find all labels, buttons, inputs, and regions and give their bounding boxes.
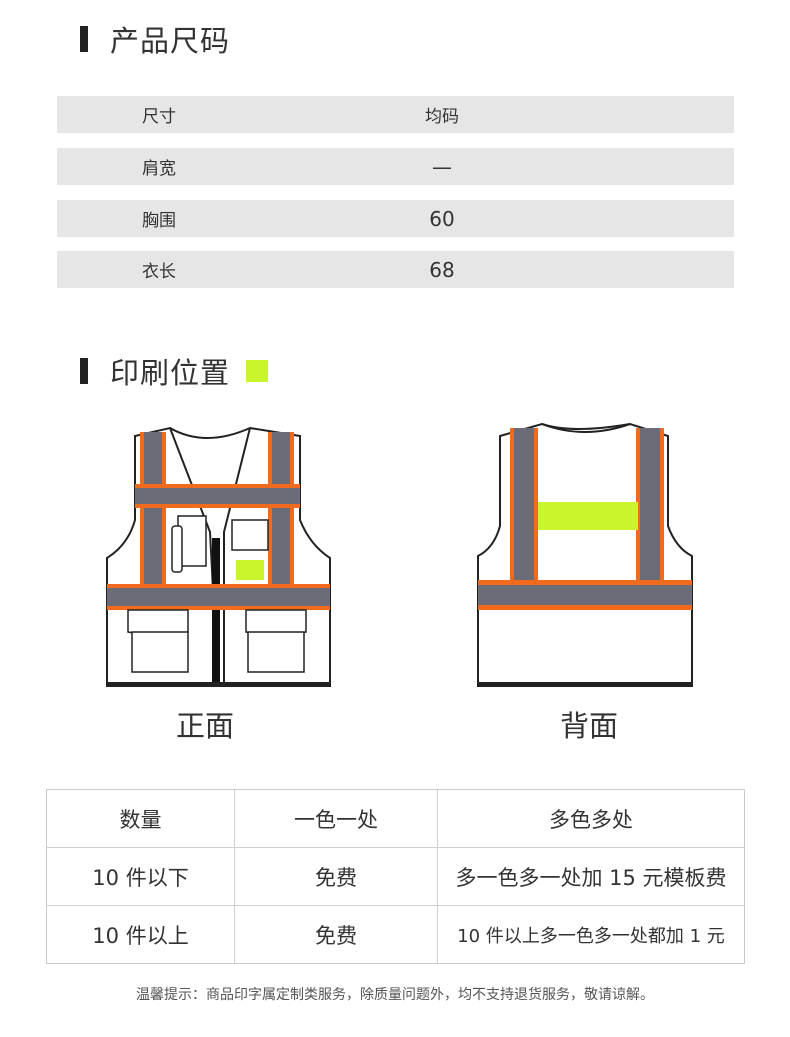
table-cell: 免费	[234, 847, 438, 906]
front-caption: 正面	[176, 709, 235, 743]
size-label: 胸围	[142, 211, 176, 231]
size-title-text: 产品尺码	[110, 24, 231, 58]
size-value: 68	[429, 257, 455, 282]
front-vest-illustration	[106, 426, 331, 687]
size-section-title: 产品尺码	[80, 18, 230, 60]
print-section-title: 印刷位置	[80, 350, 269, 392]
footer-note: 温馨提示：商品印字属定制类服务，除质量问题外，均不支持退货服务，敬请谅解。	[136, 987, 654, 1003]
title-bar	[80, 26, 88, 52]
size-value: —	[432, 154, 452, 179]
header-cell: 一色一处	[234, 789, 438, 848]
size-row: 尺寸 均码	[57, 96, 734, 133]
size-value: 60	[429, 206, 455, 231]
title-bar	[80, 358, 88, 384]
print-color-swatch	[246, 360, 269, 382]
size-label: 衣长	[142, 262, 176, 282]
size-label: 尺寸	[142, 107, 176, 127]
table-header-row: 数量 一色一处 多色多处	[47, 789, 745, 848]
price-table: 数量 一色一处 多色多处 10 件以下 免费 多一色多一处加 15 元模板费 1…	[46, 789, 745, 964]
size-row: 衣长 68	[57, 251, 734, 288]
size-label: 肩宽	[142, 159, 176, 179]
header-cell: 数量	[119, 807, 162, 832]
table-cell: 10 件以上	[46, 905, 235, 964]
table-cell: 10 件以下	[46, 847, 235, 906]
size-value: 均码	[425, 107, 459, 127]
table-cell: 免费	[234, 905, 438, 964]
table-row: 10 件以上 免费 10 件以上多一色多一处都加 1 元	[46, 905, 745, 964]
back-vest-illustration	[477, 422, 693, 687]
size-row: 肩宽 —	[57, 148, 734, 185]
header-cell: 多色多处	[437, 789, 745, 848]
back-caption: 背面	[560, 709, 619, 743]
table-cell: 多一色多一处加 15 元模板费	[437, 847, 745, 906]
size-row: 胸围 60	[57, 200, 734, 237]
table-row: 10 件以下 免费 多一色多一处加 15 元模板费	[46, 847, 745, 906]
table-cell: 10 件以上多一色多一处都加 1 元	[437, 905, 745, 964]
print-title-text: 印刷位置	[110, 356, 231, 390]
